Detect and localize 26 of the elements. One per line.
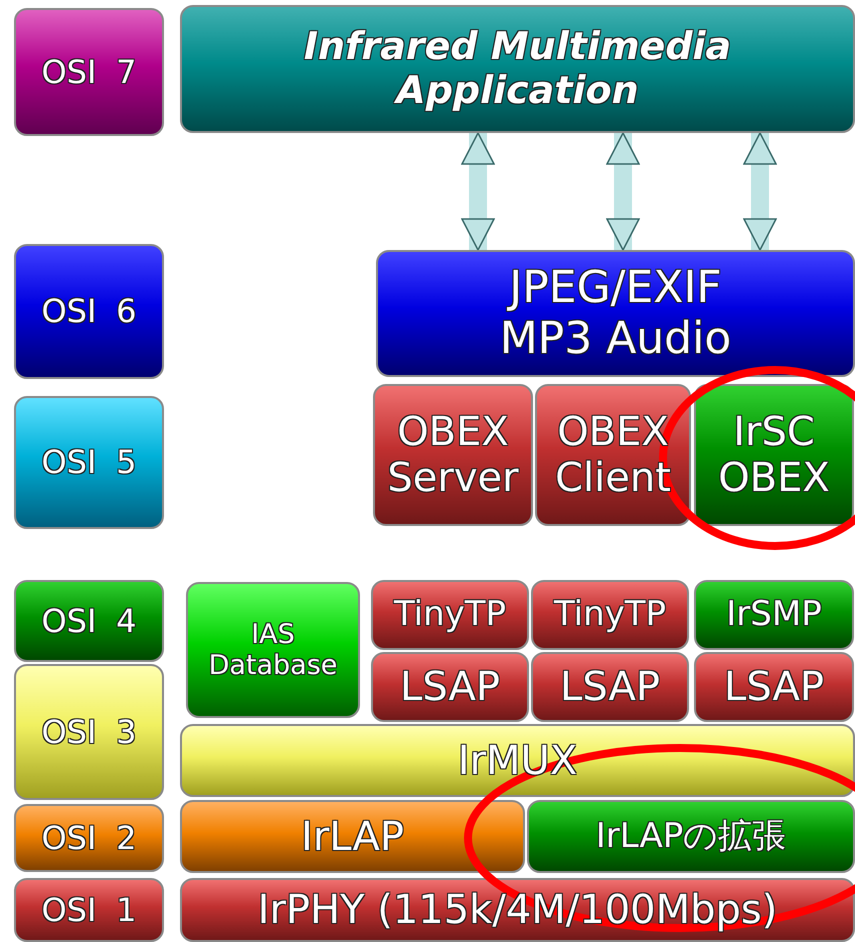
- osi-layer-box: OSI 3: [14, 664, 164, 800]
- protocol-box: OBEX Client: [535, 384, 691, 526]
- osi-layer-box: OSI 7: [14, 8, 164, 136]
- protocol-box: LSAP: [531, 652, 689, 722]
- protocol-box: IrLAPの拡張: [527, 800, 855, 873]
- osi-layer-box: OSI 5: [14, 396, 164, 529]
- protocol-box: IrLAP: [180, 800, 525, 873]
- protocol-box: IrPHY (115k/4M/100Mbps): [180, 878, 855, 942]
- protocol-box: OBEX Server: [373, 384, 533, 526]
- double-arrow: [743, 132, 777, 251]
- protocol-box: LSAP: [694, 652, 854, 722]
- protocol-box: LSAP: [371, 652, 529, 722]
- protocol-box: IrSMP: [694, 580, 854, 650]
- double-arrow: [461, 132, 495, 251]
- protocol-box: TinyTP: [371, 580, 529, 650]
- osi-layer-box: OSI 2: [14, 804, 164, 872]
- application-box: Infrared Multimedia Application: [180, 5, 855, 133]
- osi-layer-box: OSI 4: [14, 580, 164, 662]
- protocol-box: TinyTP: [531, 580, 689, 650]
- osi-layer-box: OSI 1: [14, 878, 164, 942]
- osi-layer-box: OSI 6: [14, 244, 164, 379]
- protocol-box: IrMUX: [180, 724, 855, 797]
- protocol-box: JPEG/EXIF MP3 Audio: [376, 250, 855, 377]
- protocol-box: IrSC OBEX: [694, 384, 854, 526]
- protocol-box: IAS Database: [186, 582, 360, 718]
- double-arrow: [606, 132, 640, 251]
